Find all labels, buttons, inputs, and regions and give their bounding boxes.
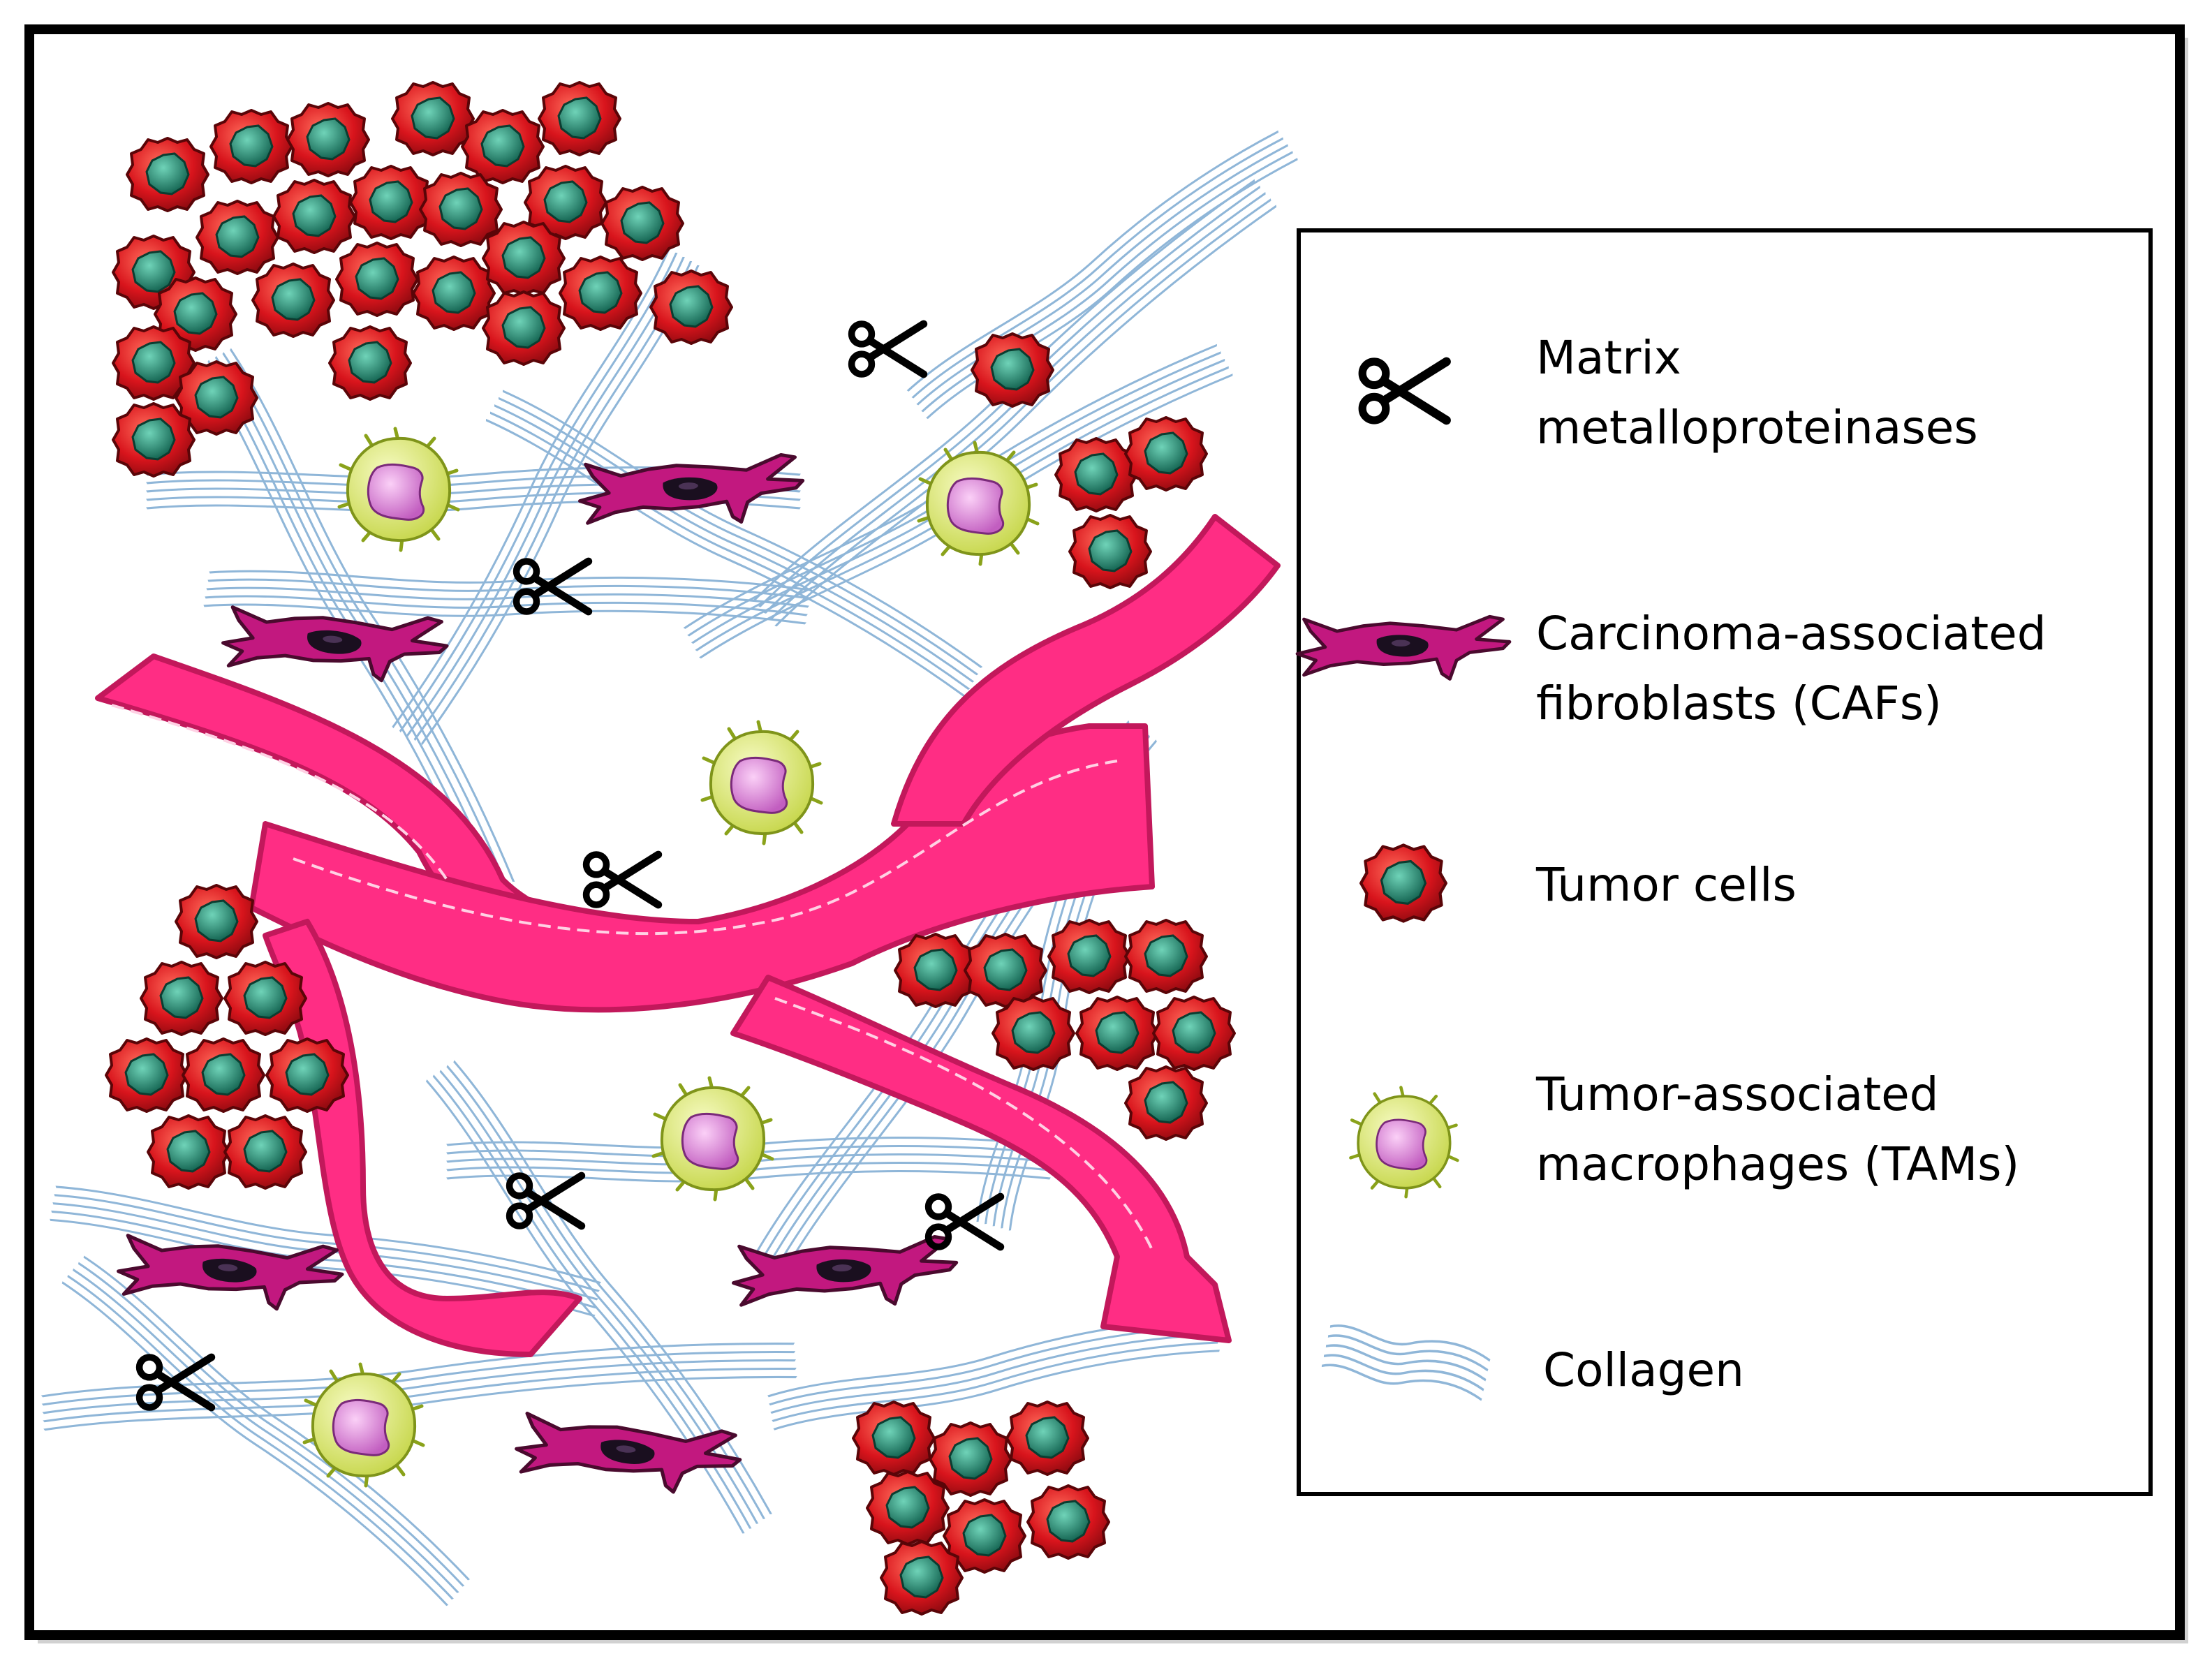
vessel-branch-upper-right [891, 514, 1281, 827]
legend-label-mmp-line2: metalloproteinases [1536, 401, 1978, 455]
legend-label-caf-line2: fibroblasts (CAFs) [1536, 677, 1942, 730]
legend-label-tam-line1: Tumor-associated [1535, 1067, 1939, 1121]
vessel-branch-lower-right [730, 975, 1232, 1343]
legend-label-tumor: Tumor cells [1535, 858, 1797, 912]
legend-label-collagen: Collagen [1543, 1343, 1744, 1397]
legend-label-caf-line1: Carcinoma-associated [1536, 607, 2047, 660]
tumor-cell-icon [1361, 845, 1446, 921]
legend: Matrix metalloproteinases Carcinoma-asso… [1297, 228, 2153, 1496]
legend-label-tam-line2: macrophages (TAMs) [1536, 1137, 2019, 1191]
legend-label-mmp-line1: Matrix [1536, 331, 1681, 385]
vessel-main-trunk [249, 723, 1155, 1013]
